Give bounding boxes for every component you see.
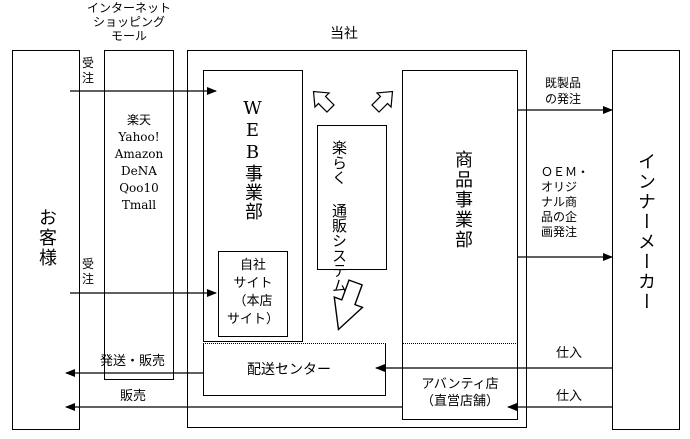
product-dept-label: 商品事業部 bbox=[452, 150, 473, 250]
existing-order-label: 既製品 の発注 bbox=[545, 76, 582, 106]
store-box bbox=[402, 343, 518, 420]
system-box bbox=[317, 125, 387, 270]
ship-sell-label: 発送・販売 bbox=[100, 354, 166, 369]
hollow-arrow-down bbox=[333, 279, 364, 331]
oem-order-label: ＯＥＭ・ オリジ ナル商 品の企 画発注 bbox=[541, 165, 590, 239]
order-label-1: 受 注 bbox=[82, 56, 95, 85]
delivery-center-label: 配送センター bbox=[247, 362, 331, 378]
own-site-label: 自社 サイト （本店 サイト） bbox=[226, 258, 279, 327]
hollow-arrow-right bbox=[371, 90, 394, 113]
mall-list: 楽天 Yahoo! Amazon DeNA Qoo10 Tmall bbox=[114, 113, 164, 212]
company-title: 当社 bbox=[330, 26, 358, 42]
hollow-arrow-left bbox=[312, 90, 335, 113]
purchase-label-1: 仕入 bbox=[556, 346, 583, 361]
order-label-2: 受 注 bbox=[82, 257, 95, 286]
own-site-box bbox=[218, 251, 288, 337]
mall-box bbox=[104, 50, 174, 380]
web-dept-label: WEB事業部 bbox=[242, 98, 263, 221]
customer-box bbox=[12, 50, 80, 430]
maker-box bbox=[612, 50, 680, 430]
sell-label: 販売 bbox=[120, 389, 147, 404]
customer-label: お客様 bbox=[36, 208, 57, 268]
mall-title: インターネット ショッピング モール bbox=[86, 1, 171, 43]
delivery-center-box bbox=[203, 343, 386, 396]
system-label: 楽らく 通販システム bbox=[330, 140, 348, 293]
store-label: アバンティ店 （直営店舗） bbox=[420, 377, 499, 409]
maker-label: インナーメーカー bbox=[635, 152, 656, 312]
purchase-label-2: 仕入 bbox=[556, 389, 583, 404]
